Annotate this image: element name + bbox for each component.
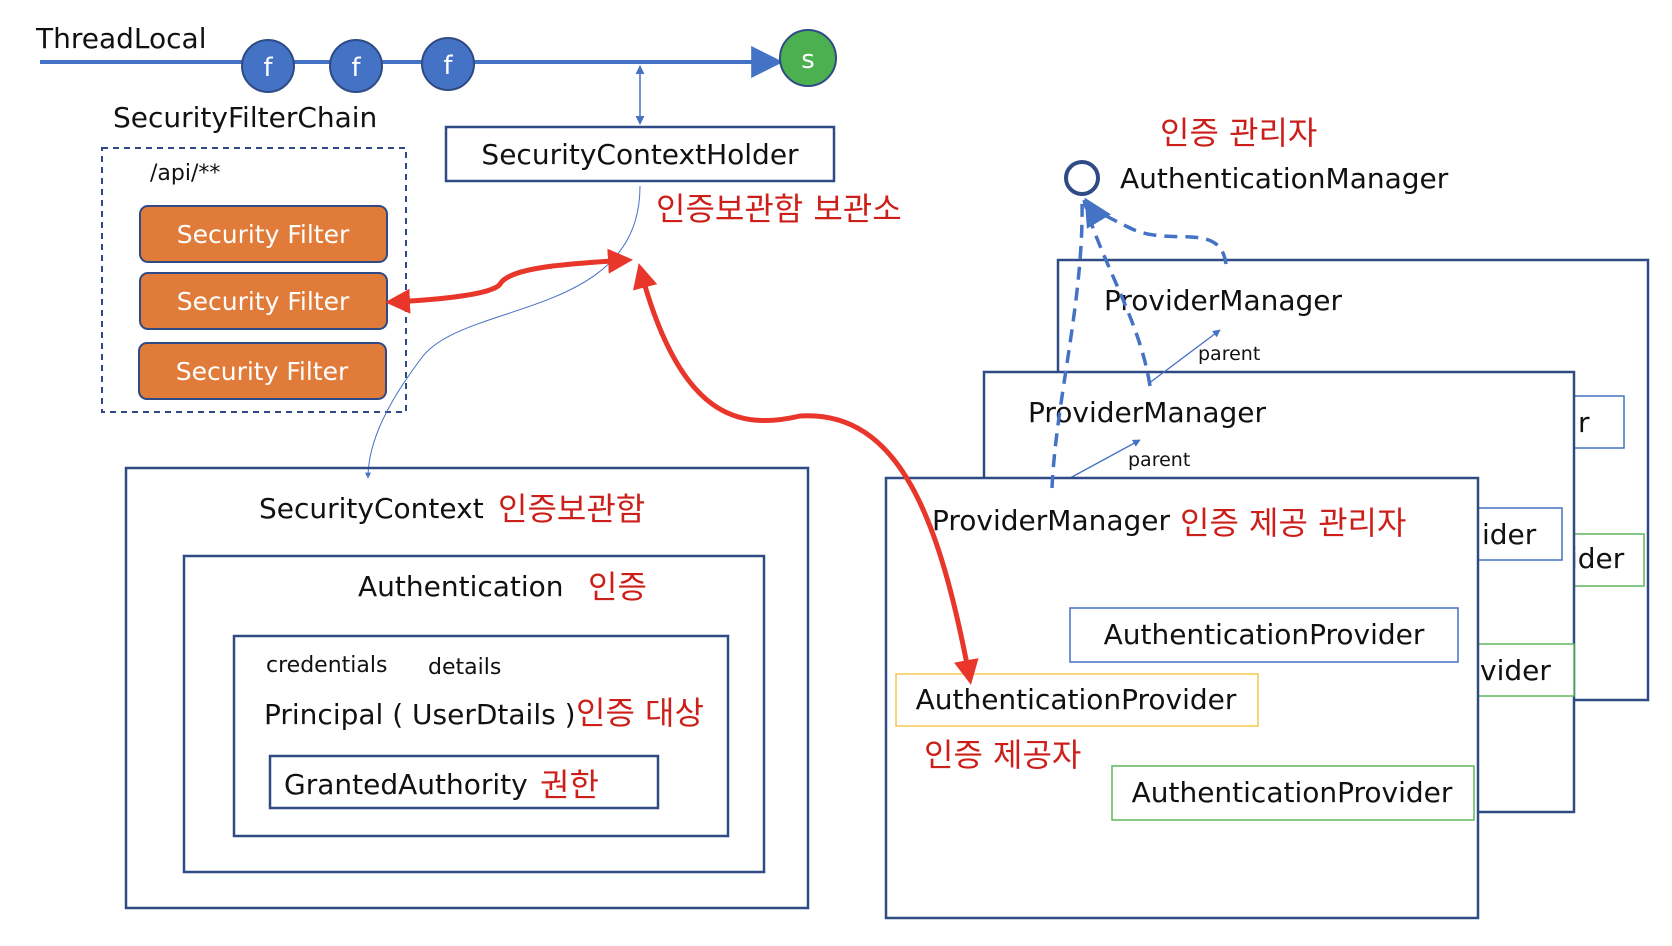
svg-text:Security Filter: Security Filter (177, 220, 350, 249)
granted-authority-label: GrantedAuthority (284, 768, 528, 801)
authentication-box: Authentication 인증 credentials details Pr… (182, 554, 766, 874)
holder-label: SecurityContextHolder (481, 138, 799, 171)
context-korean-label: 인증보관함 (498, 490, 645, 528)
provider-manager-middle-title: ProviderManager (1028, 396, 1267, 429)
filter-chain-title: SecurityFilterChain (113, 101, 377, 134)
svg-text:Security Filter: Security Filter (176, 357, 349, 386)
security-filter-chain: SecurityFilterChain /api/** Security Fil… (101, 101, 407, 413)
manager-interface-icon (1064, 160, 1100, 196)
svg-text:AuthenticationProvider: AuthenticationProvider (1104, 618, 1425, 651)
svg-text:ider: ider (1570, 542, 1625, 575)
manager-label: AuthenticationManager (1120, 162, 1449, 195)
holder-korean-label: 인증보관함 보관소 (656, 190, 902, 228)
security-filter-2[interactable]: Security Filter (139, 272, 388, 330)
parent-label-middle: parent (1128, 449, 1190, 471)
manager-korean-label: 인증 관리자 (1160, 114, 1317, 152)
svg-text:f: f (263, 53, 273, 83)
svg-text:vider: vider (1480, 654, 1551, 687)
filter-node-2: f (329, 39, 383, 93)
manager-delegation-arrows (1050, 197, 1228, 489)
middle-provider-fragment-2 (1469, 643, 1575, 697)
parent-arrow-middle-to-back (1147, 329, 1221, 385)
svg-text:s: s (801, 45, 815, 75)
authentication-korean-label: 인증 (588, 568, 647, 606)
security-context-holder[interactable]: SecurityContextHolder (444, 125, 836, 183)
security-filter-1[interactable]: Security Filter (139, 205, 388, 263)
principal-label: Principal ( UserDtails ) (264, 698, 576, 731)
principal-box: credentials details Principal ( UserDtai… (232, 634, 730, 838)
authentication-label: Authentication (358, 570, 564, 603)
svg-text:r: r (1578, 406, 1590, 439)
svg-text:Security Filter: Security Filter (177, 287, 350, 316)
principal-korean-label: 인증 대상 (576, 694, 704, 732)
filter-node-3: f (421, 37, 475, 91)
granted-authority-korean-label: 권한 (540, 766, 599, 804)
provider-manager-back-title: ProviderManager (1104, 284, 1343, 317)
provider-korean-label: 인증 제공자 (924, 736, 1081, 774)
holder-to-provider-arrow (633, 263, 979, 685)
filter-chain-path: /api/** (150, 161, 220, 186)
parent-label-back: parent (1198, 343, 1260, 365)
credentials-label: credentials (266, 653, 387, 678)
svg-text:ider: ider (1482, 518, 1537, 551)
provider-manager-front: ProviderManager 인증 제공 관리자 Authentication… (884, 476, 1480, 920)
security-filter-3[interactable]: Security Filter (138, 342, 387, 400)
svg-text:AuthenticationProvider: AuthenticationProvider (916, 683, 1237, 716)
security-context: SecurityContext 인증보관함 Authentication 인증 … (124, 466, 810, 910)
filter-node-1: f (241, 39, 295, 93)
authentication-provider-green: AuthenticationProvider (1111, 765, 1475, 821)
middle-provider-fragment-1 (1469, 507, 1563, 561)
details-label: details (428, 655, 501, 680)
holder-to-context-link (365, 185, 641, 479)
threadlocal-label: ThreadLocal (35, 22, 206, 55)
filter-chain-frame (101, 147, 407, 413)
granted-authority-box: GrantedAuthority 권한 (268, 754, 660, 810)
authentication-provider-yellow: AuthenticationProvider (895, 673, 1259, 727)
svg-text:f: f (443, 51, 453, 81)
context-label: SecurityContext (259, 492, 484, 525)
provider-manager-korean-label: 인증 제공 관리자 (1180, 504, 1406, 542)
threadlocal-timeline: ThreadLocal f f f s (35, 22, 837, 93)
filter-to-holder-arrow (385, 248, 633, 314)
provider-manager-front-title: ProviderManager (932, 504, 1171, 537)
servlet-node: s (779, 29, 837, 87)
authentication-provider-blue: AuthenticationProvider (1069, 607, 1459, 663)
svg-text:AuthenticationProvider: AuthenticationProvider (1132, 776, 1453, 809)
svg-text:f: f (351, 53, 361, 83)
